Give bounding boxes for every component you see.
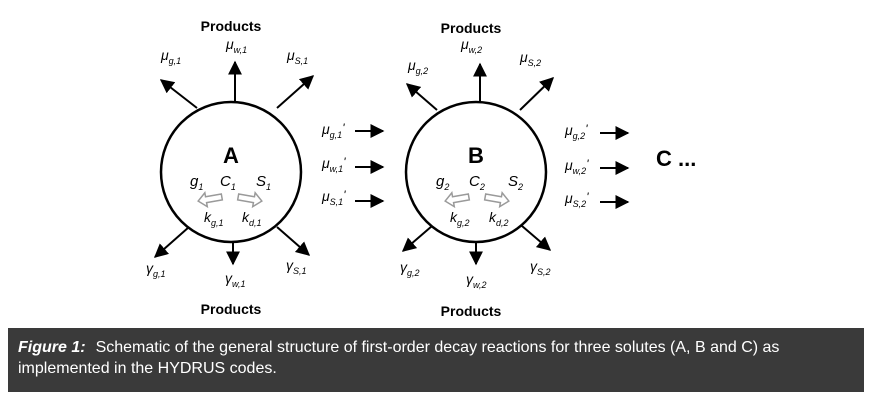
label-mu-g-a: μg,1 bbox=[160, 47, 181, 66]
label-g-a: g1 bbox=[190, 173, 203, 192]
label-gamma-w-b: γw,2 bbox=[466, 271, 487, 290]
hollow-arrow-right-b bbox=[483, 191, 510, 209]
label-gamma-g-b: γg,2 bbox=[400, 259, 420, 278]
arrow-gamma-g-a bbox=[153, 226, 190, 258]
products-top-b: Products bbox=[441, 20, 502, 36]
label-c-b: C2 bbox=[469, 173, 485, 192]
hollow-arrow-left-b bbox=[444, 191, 471, 209]
label-g-b: g2 bbox=[436, 173, 449, 192]
products-bottom-a: Products bbox=[201, 301, 262, 317]
label-mu-s-b: μS,2 bbox=[519, 49, 541, 68]
label-gamma-w-a: γw,1 bbox=[225, 270, 246, 289]
node-b-circle bbox=[404, 100, 548, 244]
node-b: Products Products μg,2 μw,2 μS,2 γg,2 γw… bbox=[400, 20, 555, 319]
transfer-a-to-b: μg,1' μw,1' μS,1' bbox=[321, 121, 385, 208]
arrow-mu-s-b bbox=[519, 77, 555, 111]
transfer-mu-s-1: μS,1' bbox=[321, 188, 346, 207]
node-a-circle bbox=[159, 100, 303, 244]
label-kg-a: kg,1 bbox=[204, 209, 224, 228]
transfer-mu-g-2: μg,2' bbox=[564, 122, 588, 141]
decay-chain-diagram: Products Products μg,1 μw,1 μS,1 γg,1 γw… bbox=[146, 18, 696, 319]
transfer-b-to-c: μg,2' μw,2' μS,2' bbox=[564, 122, 630, 209]
label-c-a: C1 bbox=[220, 173, 236, 192]
label-kg-b: kg,2 bbox=[450, 209, 470, 228]
label-mu-w-b: μw,2 bbox=[460, 36, 482, 55]
figure-caption: Figure 1:Schematic of the general struct… bbox=[8, 328, 864, 392]
label-s-b: S2 bbox=[508, 173, 523, 192]
caption-label: Figure 1: bbox=[18, 339, 86, 356]
label-mu-w-a: μw,1 bbox=[225, 36, 247, 55]
node-c-label: C ... bbox=[656, 146, 696, 171]
products-bottom-b: Products bbox=[441, 303, 502, 319]
hollow-arrow-left-a bbox=[197, 191, 224, 209]
node-a: Products Products μg,1 μw,1 μS,1 γg,1 γw… bbox=[146, 18, 315, 317]
node-a-letter: A bbox=[223, 143, 239, 168]
transfer-mu-g-1: μg,1' bbox=[321, 121, 345, 140]
arrow-gamma-s-a bbox=[276, 226, 311, 256]
arrow-mu-s-a bbox=[276, 75, 315, 109]
caption-text: Schematic of the general structure of fi… bbox=[18, 339, 780, 377]
hollow-arrow-right-a bbox=[236, 191, 263, 209]
transfer-mu-w-1: μw,1' bbox=[321, 155, 346, 174]
transfer-mu-w-2: μw,2' bbox=[564, 157, 589, 176]
label-gamma-s-a: γS,1 bbox=[286, 257, 307, 276]
label-s-a: S1 bbox=[256, 173, 271, 192]
arrow-gamma-s-b bbox=[521, 225, 552, 251]
transfer-mu-s-2: μS,2' bbox=[564, 190, 589, 209]
label-gamma-g-a: γg,1 bbox=[146, 260, 166, 279]
label-kd-a: kd,1 bbox=[242, 209, 262, 228]
arrow-mu-g-b bbox=[405, 83, 438, 111]
label-mu-g-b: μg,2 bbox=[407, 57, 428, 76]
products-top-a: Products bbox=[201, 18, 262, 34]
label-kd-b: kd,2 bbox=[489, 209, 509, 228]
arrow-mu-g-a bbox=[159, 79, 198, 109]
label-gamma-s-b: γS,2 bbox=[530, 258, 551, 277]
arrow-gamma-g-b bbox=[401, 225, 433, 252]
node-b-letter: B bbox=[468, 143, 484, 168]
label-mu-s-a: μS,1 bbox=[286, 47, 308, 66]
